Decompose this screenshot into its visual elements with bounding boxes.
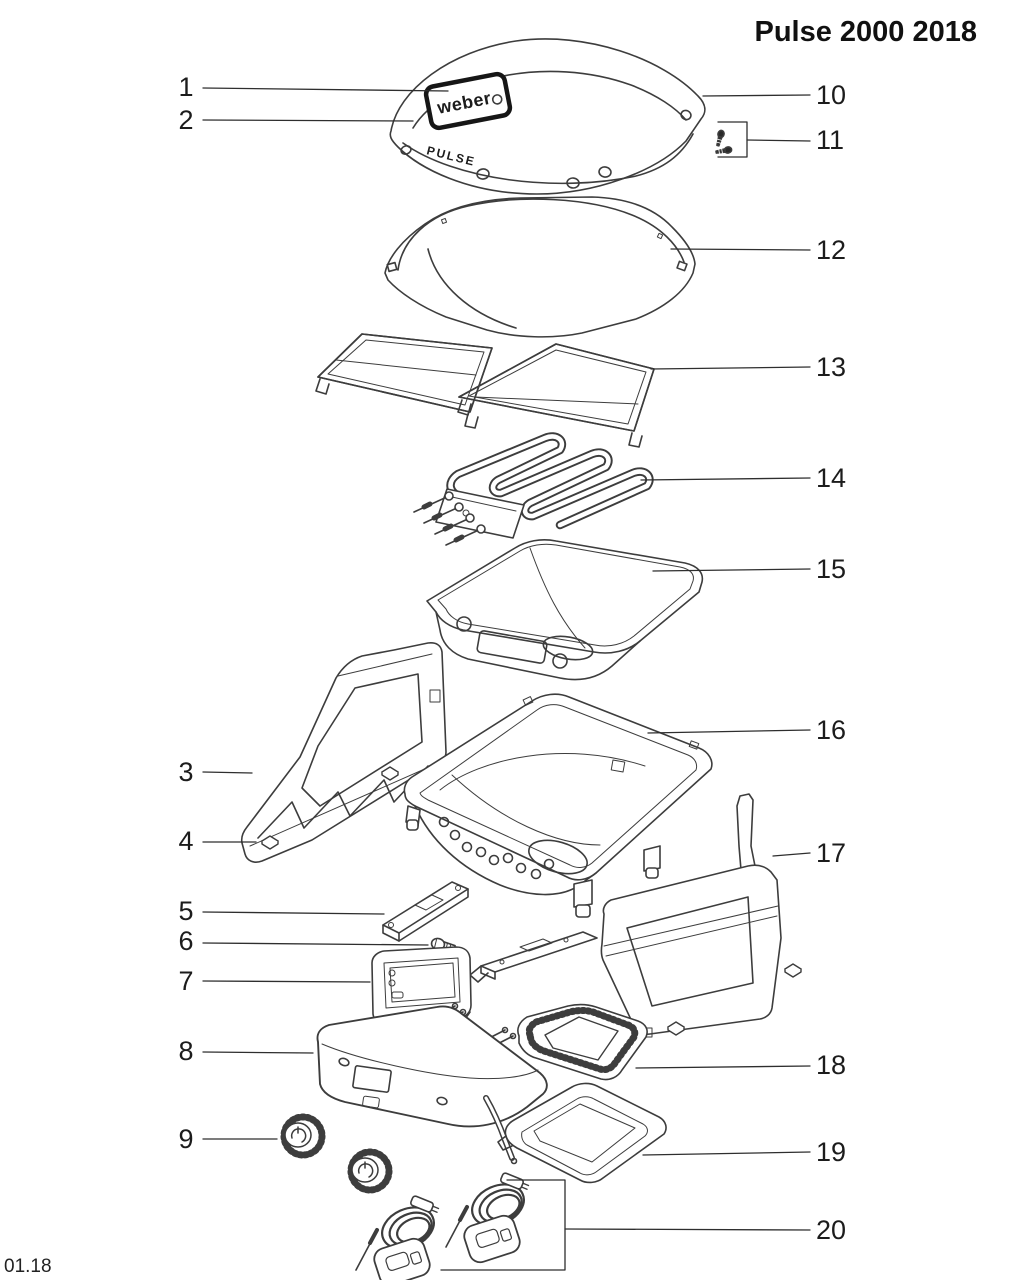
part-reflector-pan bbox=[426, 539, 704, 681]
leader-3 bbox=[202, 771, 253, 774]
console-cable bbox=[483, 1095, 518, 1165]
leader-8 bbox=[202, 1051, 314, 1054]
part-label-12: 12 bbox=[816, 235, 846, 265]
leader-lines bbox=[202, 87, 811, 1231]
part-labels: 1 2 3 4 5 6 7 8 9 10 11 12 13 14 15 16 1… bbox=[178, 72, 846, 1245]
part-control-console bbox=[316, 1002, 548, 1165]
part-label-3: 3 bbox=[178, 757, 193, 787]
part-label-18: 18 bbox=[816, 1050, 846, 1080]
lid-logo-badge: weber bbox=[423, 71, 513, 131]
leader-14 bbox=[640, 477, 811, 481]
part-label-20: 20 bbox=[816, 1215, 846, 1245]
probe-kit-box bbox=[440, 1179, 566, 1271]
part-label-10: 10 bbox=[816, 80, 846, 110]
part-label-19: 19 bbox=[816, 1137, 846, 1167]
leader-15 bbox=[652, 568, 811, 572]
part-label-6: 6 bbox=[178, 926, 193, 956]
element-terminals bbox=[413, 491, 486, 546]
part-side-frame-left bbox=[240, 642, 447, 863]
leader-5 bbox=[202, 911, 385, 915]
part-label-13: 13 bbox=[816, 352, 846, 382]
leader-10 bbox=[702, 94, 811, 97]
part-cookbox bbox=[403, 693, 713, 918]
leader-1 bbox=[202, 87, 449, 92]
part-lid-shell: weber PULSE bbox=[389, 38, 706, 195]
part-mounting-bracket bbox=[382, 881, 469, 942]
part-control-knobs bbox=[282, 1115, 391, 1192]
leader-11 bbox=[746, 139, 811, 142]
part-side-frame-right bbox=[600, 793, 782, 1038]
part-heating-element bbox=[413, 432, 654, 546]
leader-16 bbox=[647, 729, 811, 734]
leader-20 bbox=[564, 1228, 811, 1231]
part-temperature-probe-kit bbox=[354, 1170, 566, 1280]
leader-19 bbox=[642, 1151, 811, 1156]
revision-code: 01.18 bbox=[4, 1256, 52, 1277]
part-control-bezel bbox=[371, 946, 472, 1030]
leader-12 bbox=[670, 248, 811, 251]
leader-17 bbox=[772, 852, 811, 857]
leader-6 bbox=[202, 942, 429, 946]
part-cooking-grates bbox=[315, 333, 655, 448]
leader-13 bbox=[650, 366, 811, 370]
part-label-9: 9 bbox=[178, 1124, 193, 1154]
leader-18 bbox=[635, 1065, 811, 1069]
part-label-16: 16 bbox=[816, 715, 846, 745]
part-label-7: 7 bbox=[178, 966, 193, 996]
part-lid-liner bbox=[384, 196, 696, 338]
part-label-11: 11 bbox=[816, 125, 844, 155]
part-drip-pan bbox=[517, 1003, 648, 1081]
page-title: Pulse 2000 2018 bbox=[754, 16, 977, 48]
part-label-8: 8 bbox=[178, 1036, 193, 1066]
part-label-15: 15 bbox=[816, 554, 846, 584]
part-label-17: 17 bbox=[816, 838, 846, 868]
part-label-14: 14 bbox=[816, 463, 846, 493]
part-label-4: 4 bbox=[178, 826, 193, 856]
bracket-strip-right bbox=[469, 931, 598, 983]
part-label-5: 5 bbox=[178, 896, 193, 926]
part-drip-tray bbox=[497, 1082, 667, 1184]
leader-2 bbox=[202, 119, 414, 122]
leader-7 bbox=[202, 980, 371, 983]
part-label-2: 2 bbox=[178, 105, 193, 135]
part-lid-screws bbox=[714, 121, 748, 158]
part-label-1: 1 bbox=[178, 72, 193, 102]
cookbox-legs bbox=[405, 805, 661, 918]
